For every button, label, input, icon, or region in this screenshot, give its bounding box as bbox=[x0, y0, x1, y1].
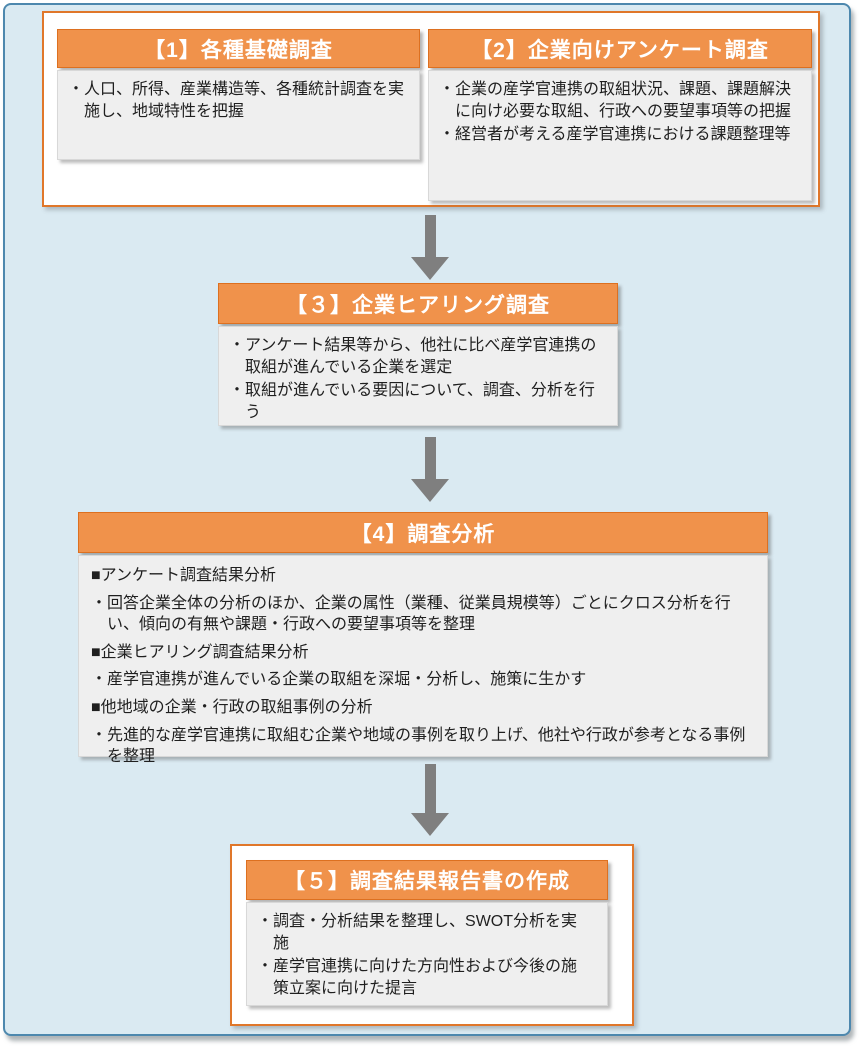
step3-item-1: ・アンケート結果等から、他社に比べ産学官連携の取組が進んでいる企業を選定 bbox=[229, 335, 607, 378]
step5-item-1: ・調査・分析結果を整理し、SWOT分析を実施 bbox=[257, 911, 583, 954]
step4-item-6-text: 先進的な産学官連携に取組む企業や地域の事例を取り上げ、他社や行政が参考となる事例… bbox=[107, 726, 746, 766]
bullet-marker: ・ bbox=[91, 671, 108, 689]
step5-item-2-text: 産学官連携に向けた方向性および今後の施策立案に向けた提言 bbox=[273, 958, 578, 997]
square-marker: ■ bbox=[91, 567, 101, 584]
step2-item-1-text: 企業の産学官連携の取組状況、課題、課題解決に向け必要な取組、行政への要望事項等の… bbox=[455, 81, 792, 120]
step3-body: ・アンケート結果等から、他社に比べ産学官連携の取組が進んでいる企業を選定 ・取組… bbox=[218, 326, 618, 426]
step1-item-1-text: 人口、所得、産業構造等、各種統計調査を実施し、地域特性を把握 bbox=[84, 81, 405, 120]
step4-item-5-text: 他地域の企業・行政の取組事例の分析 bbox=[100, 698, 373, 716]
down-arrow-head-icon bbox=[411, 479, 449, 502]
step4-item-3: ■企業ヒアリング調査結果分析 bbox=[91, 642, 755, 664]
down-arrow-shaft bbox=[424, 437, 436, 479]
step5-item-1-text: 調査・分析結果を整理し、SWOT分析を実施 bbox=[273, 913, 578, 952]
bullet-marker: ・ bbox=[91, 726, 108, 744]
step4-item-1: ■アンケート調査結果分析 bbox=[91, 565, 755, 587]
step1-header: 【1】各種基礎調査 bbox=[57, 29, 420, 68]
bullet-marker: ・ bbox=[439, 126, 456, 144]
step4-item-2-text: 回答企業全体の分析のほか、企業の属性（業種、従業員規模等）ごとにクロス分析を行い… bbox=[107, 594, 731, 634]
bullet-marker: ・ bbox=[91, 594, 108, 612]
step4-item-4: ・産学官連携が進んでいる企業の取組を深堀・分析し、施策に生かす bbox=[91, 669, 755, 691]
bullet-marker: ・ bbox=[229, 382, 246, 400]
step3-title: 【３】企業ヒアリング調査 bbox=[286, 293, 550, 317]
down-arrow-head-icon bbox=[411, 257, 449, 280]
step2-item-1: ・企業の産学官連携の取組状況、課題、課題解決に向け必要な取組、行政への要望事項等… bbox=[439, 79, 801, 122]
down-arrow-2 bbox=[411, 437, 449, 502]
step3-item-1-text: アンケート結果等から、他社に比べ産学官連携の取組が進んでいる企業を選定 bbox=[245, 337, 597, 376]
step4-item-3-text: 企業ヒアリング調査結果分析 bbox=[100, 643, 309, 661]
step2-body: ・企業の産学官連携の取組状況、課題、課題解決に向け必要な取組、行政への要望事項等… bbox=[428, 70, 812, 201]
bullet-marker: ・ bbox=[68, 81, 85, 98]
down-arrow-head-icon bbox=[411, 813, 449, 836]
step4-item-5: ■他地域の企業・行政の取組事例の分析 bbox=[91, 697, 755, 719]
step2-title: 【2】企業向けアンケート調査 bbox=[471, 38, 769, 62]
step2-header: 【2】企業向けアンケート調査 bbox=[428, 29, 812, 68]
step4-body: ■アンケート調査結果分析 ・回答企業全体の分析のほか、企業の属性（業種、従業員規… bbox=[78, 555, 768, 765]
step3-header: 【３】企業ヒアリング調査 bbox=[218, 283, 618, 324]
step4-item-4-text: 産学官連携が進んでいる企業の取組を深堀・分析し、施策に生かす bbox=[107, 671, 587, 689]
step1-body: ・人口、所得、産業構造等、各種統計調査を実施し、地域特性を把握 bbox=[57, 70, 420, 160]
step3-item-2: ・取組が進んでいる要因について、調査、分析を行う bbox=[229, 380, 607, 423]
step1-item-1: ・人口、所得、産業構造等、各種統計調査を実施し、地域特性を把握 bbox=[68, 79, 409, 122]
bullet-marker: ・ bbox=[257, 958, 274, 976]
down-arrow-1 bbox=[411, 215, 449, 280]
step4-item-1-text: アンケート調査結果分析 bbox=[100, 567, 277, 584]
down-arrow-shaft bbox=[424, 215, 436, 257]
step4-title: 【4】調査分析 bbox=[350, 522, 496, 546]
phase5-container: 【５】調査結果報告書の作成 ・調査・分析結果を整理し、SWOT分析を実施 ・産学… bbox=[230, 844, 634, 1026]
step1-title: 【1】各種基礎調査 bbox=[144, 38, 333, 62]
step5-title: 【５】調査結果報告書の作成 bbox=[284, 870, 570, 893]
square-marker: ■ bbox=[91, 643, 101, 661]
down-arrow-shaft bbox=[424, 764, 436, 813]
bullet-marker: ・ bbox=[439, 81, 456, 98]
step3-item-2-text: 取組が進んでいる要因について、調査、分析を行う bbox=[245, 382, 595, 421]
bullet-marker: ・ bbox=[229, 337, 246, 354]
step4-item-6: ・先進的な産学官連携に取組む企業や地域の事例を取り上げ、他社や行政が参考となる事… bbox=[91, 725, 755, 768]
square-marker: ■ bbox=[91, 698, 101, 716]
step5-header: 【５】調査結果報告書の作成 bbox=[246, 860, 608, 900]
down-arrow-3 bbox=[411, 764, 449, 836]
bullet-marker: ・ bbox=[257, 913, 274, 930]
step5-item-2: ・産学官連携に向けた方向性および今後の施策立案に向けた提言 bbox=[257, 956, 583, 999]
step2-item-2: ・経営者が考える産学官連携における課題整理等 bbox=[439, 124, 801, 146]
step4-item-2: ・回答企業全体の分析のほか、企業の属性（業種、従業員規模等）ごとにクロス分析を行… bbox=[91, 593, 755, 636]
step4-header: 【4】調査分析 bbox=[78, 512, 768, 553]
step5-body: ・調査・分析結果を整理し、SWOT分析を実施 ・産学官連携に向けた方向性および今… bbox=[246, 902, 608, 1006]
step2-item-2-text: 経営者が考える産学官連携における課題整理等 bbox=[455, 126, 791, 144]
